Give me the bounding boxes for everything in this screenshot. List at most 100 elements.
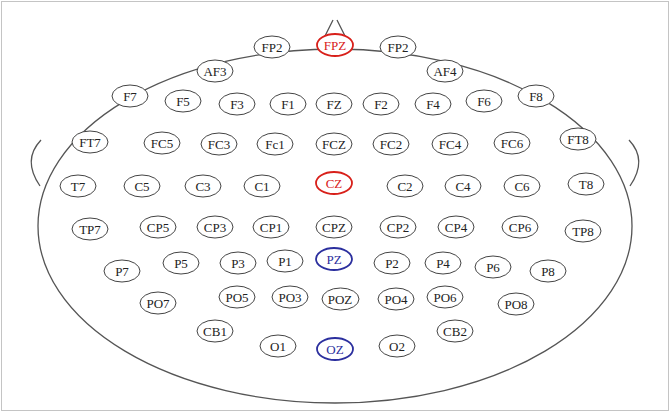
electrode-outline [60, 175, 96, 197]
electrode: P7 [103, 259, 141, 283]
electrode-outline [272, 286, 308, 308]
electrode-label: C5 [134, 180, 149, 193]
electrode-outline [427, 60, 463, 82]
electrode-outline [378, 288, 414, 310]
electrode: CP4 [437, 215, 475, 239]
electrode-outline [316, 248, 352, 270]
electrode-label: AF4 [433, 65, 456, 78]
electrode-outline [104, 260, 140, 282]
electrode-outline [363, 93, 399, 115]
electrode-outline [560, 128, 596, 150]
electrode: PO7 [139, 291, 177, 315]
electrode-label: P3 [231, 257, 245, 270]
electrode-label: F3 [230, 98, 244, 111]
electrode: P1 [266, 249, 304, 273]
electrode-outline [502, 216, 538, 238]
electrode: T7 [59, 174, 97, 198]
electrode: C3 [184, 174, 222, 198]
electrode-label: F1 [281, 98, 295, 111]
electrode-label: T8 [579, 178, 593, 191]
electrode-label: TP8 [572, 225, 594, 238]
electrode-label: CP6 [509, 221, 531, 234]
electrode-outline [316, 216, 352, 238]
electrode-label: C6 [514, 180, 529, 193]
electrode-outline [387, 175, 423, 197]
electrode-outline [197, 60, 233, 82]
electrode: FCZ [315, 132, 353, 156]
electrode-outline [380, 36, 416, 58]
electrode-label: P6 [486, 261, 500, 274]
electrode-outline [316, 172, 352, 194]
electrode-label: PO6 [433, 291, 456, 304]
electrode-label: O1 [270, 340, 286, 353]
electrode: FC2 [372, 132, 410, 156]
electrode: CB1 [196, 319, 234, 343]
electrode: C4 [444, 174, 482, 198]
electrode-outline [140, 216, 176, 238]
electrode-label: P7 [115, 265, 129, 278]
electrode-label: Fc1 [265, 138, 285, 151]
electrode-label: PO3 [278, 291, 301, 304]
electrode-label: P2 [385, 257, 399, 270]
electrode-outline [163, 252, 199, 274]
electrode-label: CP2 [387, 221, 409, 234]
electrode-label: CP1 [260, 221, 282, 234]
electrode-label: PO4 [384, 293, 407, 306]
electrode-label: FT7 [79, 136, 101, 149]
electrode: AF3 [196, 59, 234, 83]
electrode: C2 [386, 174, 424, 198]
electrode-outline [565, 220, 601, 242]
electrode-label: FC6 [501, 137, 523, 150]
electrode-outline [379, 335, 415, 357]
electrode: FPZ [316, 33, 354, 57]
electrode-label: PO7 [146, 297, 169, 310]
electrode-label: CP3 [204, 221, 226, 234]
electrode-label: CP5 [147, 221, 169, 234]
electrode: PO6 [426, 285, 464, 309]
electrode: FT7 [71, 130, 109, 154]
electrode-label: TP7 [79, 223, 101, 236]
electrode-outline [201, 133, 237, 155]
electrode-label: POZ [328, 293, 353, 306]
electrode-outline [253, 216, 289, 238]
electrode-outline [124, 175, 160, 197]
electrode: P2 [373, 251, 411, 275]
electrode-outline [322, 288, 359, 310]
electrode-outline [270, 93, 306, 115]
electrode: PO5 [218, 285, 256, 309]
electrode-outline [530, 260, 566, 282]
electrode: FP2 [253, 35, 291, 59]
electrode: CB2 [436, 319, 474, 343]
left-ear [31, 140, 41, 186]
electrode-outline [112, 85, 148, 107]
electrode: PZ [315, 247, 353, 271]
electrode-label: P1 [278, 255, 292, 268]
electrode: P5 [162, 251, 200, 275]
electrode-label: P8 [541, 265, 555, 278]
electrode-outline [437, 320, 473, 342]
electrode-label: F7 [123, 90, 137, 103]
electrode-label: P4 [436, 257, 450, 270]
electrode-outline [568, 173, 604, 195]
electrode: F4 [414, 92, 452, 116]
electrode-outline [197, 320, 233, 342]
electrode-outline [317, 338, 353, 360]
electrode-label: FT8 [567, 133, 589, 146]
electrode-label: FC5 [151, 137, 173, 150]
electrode-label: FCZ [322, 138, 346, 151]
electrode: F7 [111, 84, 149, 108]
electrode-label: FZ [326, 98, 341, 111]
electrode-outline [165, 90, 201, 112]
electrode: P4 [424, 251, 462, 275]
electrode-label: F4 [426, 98, 440, 111]
electrode: FP2 [379, 35, 417, 59]
electrode: TP7 [71, 217, 109, 241]
electrode: FT8 [559, 127, 597, 151]
electrode-label: O2 [389, 340, 405, 353]
electrode: O2 [378, 334, 416, 358]
electrode-label: PZ [326, 253, 341, 266]
electrode-outline [438, 216, 474, 238]
electrode: OZ [316, 337, 354, 361]
electrode: F8 [517, 84, 555, 108]
